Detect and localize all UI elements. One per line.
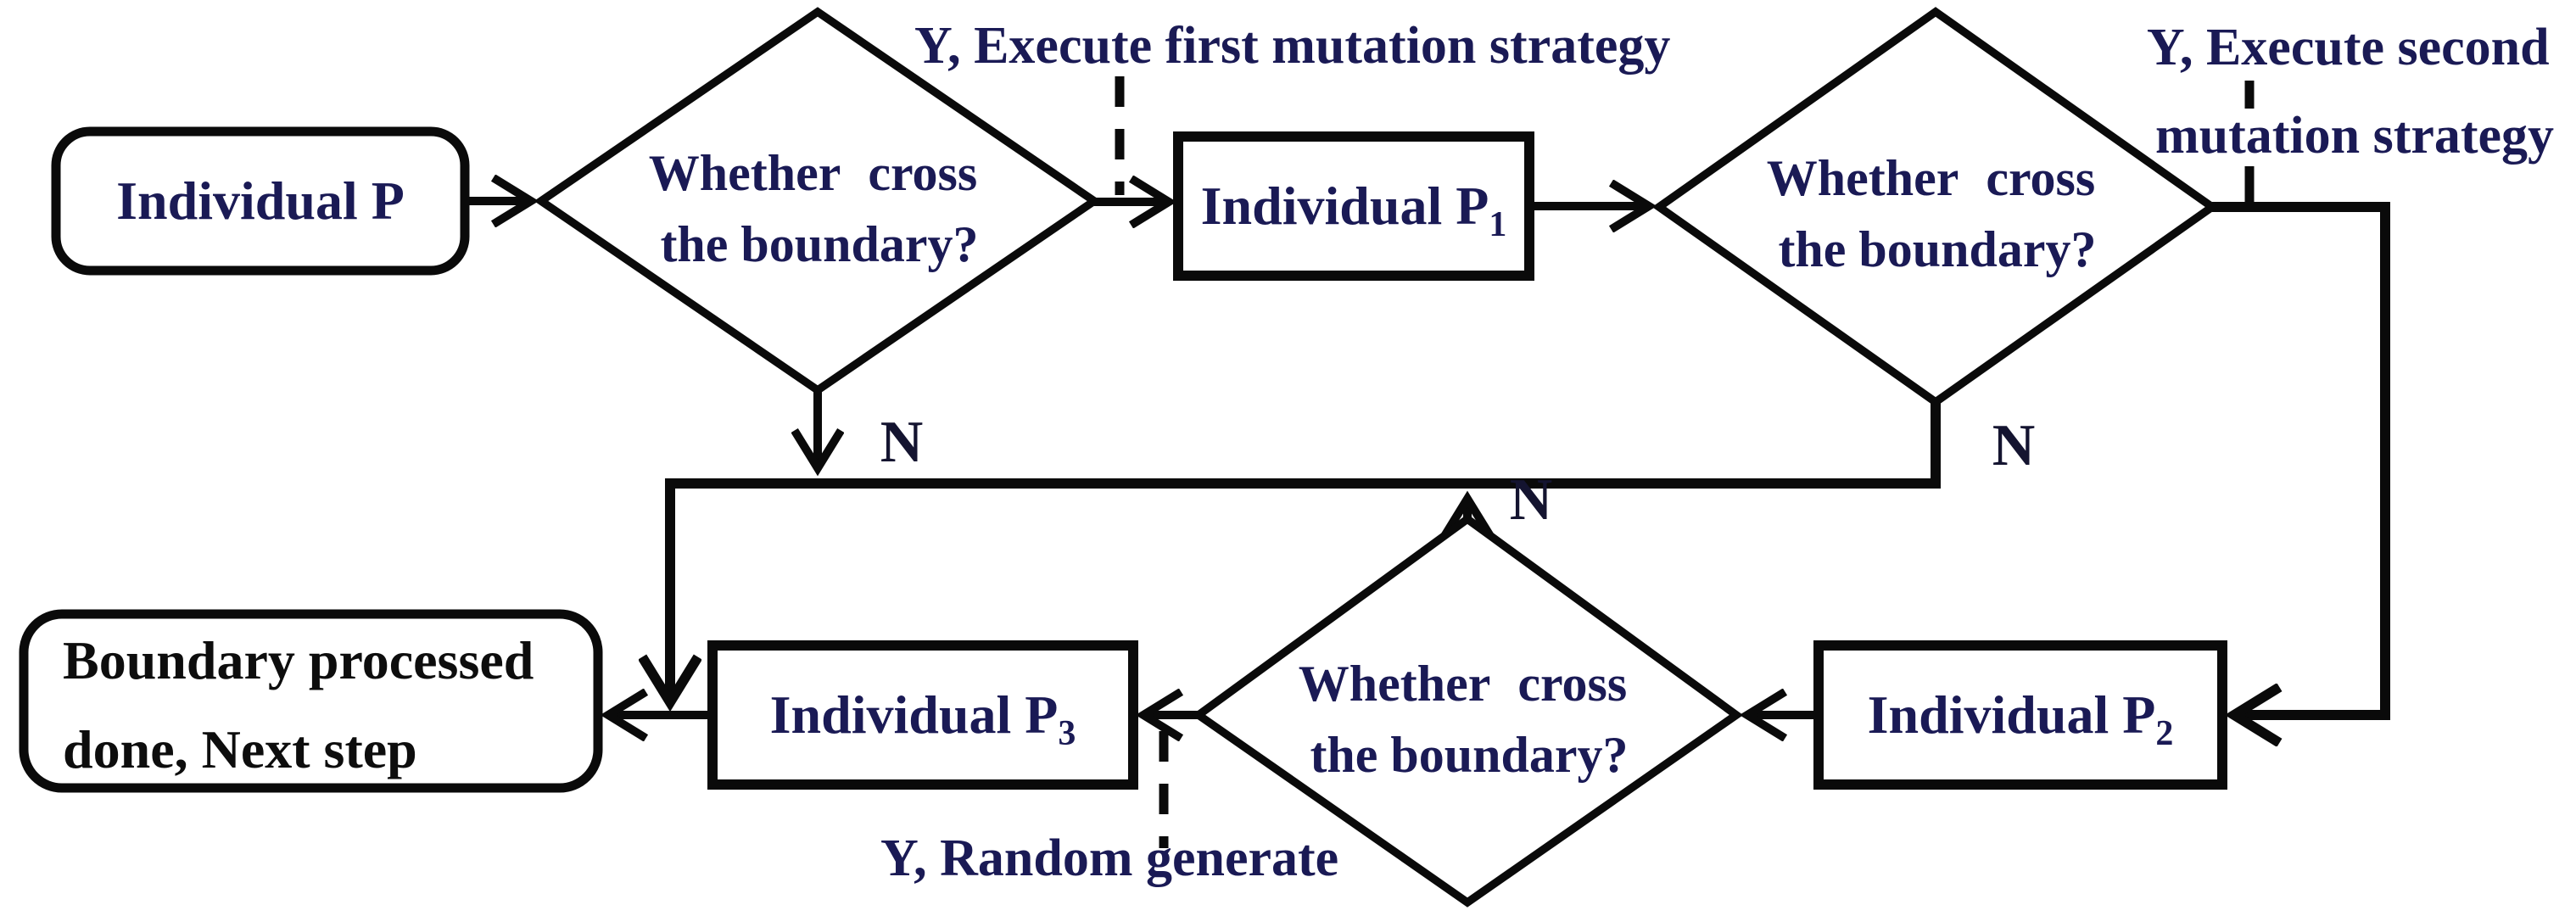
decision-1-label: Whether cross the boundary? — [649, 145, 990, 272]
decision-2: Whether cross the boundary? — [1651, 7, 2220, 407]
nodes: Individual P Whether cross the boundary?… — [19, 7, 2227, 908]
node-individual-p1-label: Individual P1 — [1201, 176, 1507, 244]
label-yes3: Y, Random generate — [880, 829, 1338, 887]
node-individual-p1: Individual P1 — [1173, 131, 1534, 281]
decision-1: Whether cross the boundary? — [534, 7, 1102, 395]
node-individual-p3: Individual P3 — [707, 640, 1138, 790]
node-individual-p2-box — [1813, 640, 2227, 790]
label-yes2: Y, Execute second mutation strategy — [2147, 19, 2562, 165]
edge-labels: Y, Execute first mutation strategy Y, Ex… — [880, 17, 2562, 887]
node-individual-p: Individual P — [51, 126, 470, 276]
decision-2-diamond — [1651, 7, 2220, 407]
node-individual-p3-box — [707, 640, 1138, 790]
decision-3-label: Whether cross the boundary? — [1299, 656, 1640, 783]
node-individual-p2: Individual P2 — [1813, 640, 2227, 790]
node-individual-p1-box — [1173, 131, 1534, 281]
node-individual-p3-label: Individual P3 — [770, 684, 1076, 753]
edge-decision2-to-p2 — [2212, 202, 2390, 715]
edge-no-bus — [670, 402, 1941, 702]
node-end-label: Boundary processed done, Next step — [63, 630, 547, 779]
node-individual-p-box — [51, 126, 470, 276]
node-end-box — [19, 609, 603, 793]
label-no2: N — [1992, 413, 2036, 478]
label-no1: N — [880, 410, 924, 475]
label-no3: N — [1510, 467, 1553, 533]
decision-3-diamond — [1191, 514, 1744, 908]
decision-3: Whether cross the boundary? — [1191, 514, 1744, 908]
node-end: Boundary processed done, Next step — [19, 609, 603, 793]
edges — [465, 201, 2390, 715]
dashed-callout-lines — [1115, 76, 2255, 848]
node-individual-p-label: Individual P — [116, 170, 405, 231]
label-yes1: Y, Execute first mutation strategy — [914, 17, 1670, 75]
node-individual-p2-label: Individual P2 — [1868, 684, 2174, 753]
decision-2-label: Whether cross the boundary? — [1767, 150, 2108, 277]
decision-1-diamond — [534, 7, 1102, 395]
